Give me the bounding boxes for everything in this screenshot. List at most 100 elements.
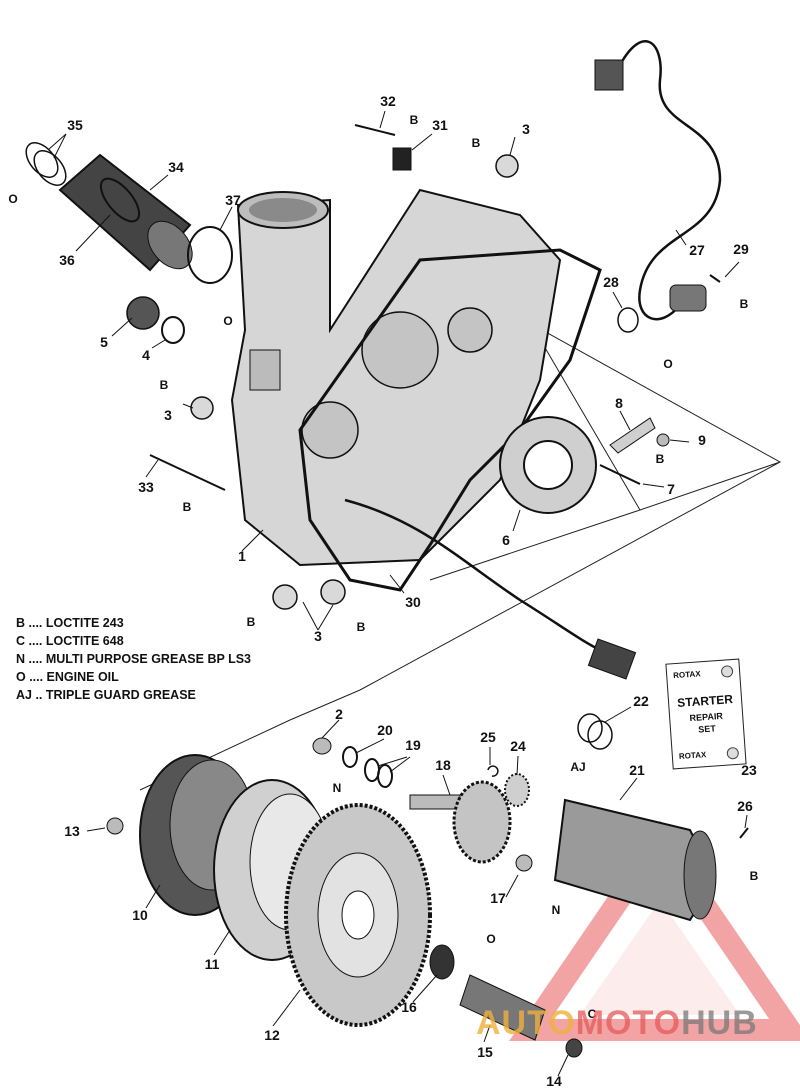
callout-15: 15	[477, 1044, 493, 1060]
symbol-b-3left: B	[160, 378, 169, 392]
symbol-o-4: O	[223, 314, 232, 328]
callout-3-top: 3	[522, 121, 530, 137]
callout-numbers: 1 2 3 3 3 4 5 6 7 8 9 10 11 12 13 14 15 …	[59, 93, 757, 1089]
symbol-b-26: B	[750, 869, 759, 883]
harness-connector	[587, 638, 637, 680]
callout-3-left: 3	[164, 407, 172, 423]
bushing-17	[515, 854, 533, 872]
seal-16	[429, 944, 455, 980]
legend-item-aj: AJ .. TRIPLE GUARD GREASE	[16, 688, 196, 702]
plugs	[190, 154, 519, 610]
watermark-part-3: HUB	[681, 1004, 758, 1042]
kit-logo-top-icon	[720, 665, 734, 678]
o-ring-35a	[25, 142, 59, 178]
callout-17: 17	[490, 890, 506, 906]
washer-19a	[364, 758, 380, 782]
callout-9: 9	[698, 432, 706, 448]
stator	[499, 416, 597, 514]
callout-1: 1	[238, 548, 246, 564]
ring-gear	[284, 803, 432, 1027]
symbol-b-3br: B	[357, 620, 366, 634]
kit-title: STARTER	[676, 692, 734, 710]
callout-33: 33	[138, 479, 154, 495]
lubricant-symbols: B B O O B B B B O B B N AJ N B O C	[8, 113, 758, 1021]
bushing-2	[312, 737, 332, 755]
callout-27: 27	[689, 242, 705, 258]
callout-20: 20	[377, 722, 393, 738]
leader-lines	[47, 110, 748, 1077]
stator-harness	[344, 498, 601, 652]
kit-logo-bottom-icon	[726, 746, 740, 760]
callout-4: 4	[142, 347, 150, 363]
symbol-c-14: C	[588, 1007, 597, 1021]
callout-2: 2	[335, 706, 343, 722]
symbol-n-2: N	[333, 781, 342, 795]
callout-35: 35	[67, 117, 83, 133]
callout-18: 18	[435, 757, 451, 773]
symbol-aj-24: AJ	[570, 760, 585, 774]
o-ring-22b	[587, 720, 613, 750]
callout-16: 16	[401, 999, 417, 1015]
symbol-b-3bl: B	[247, 615, 256, 629]
callout-11: 11	[205, 956, 220, 972]
legend-item-o: O .... ENGINE OIL	[16, 670, 119, 684]
kit-brand-top: ROTAX	[672, 669, 701, 681]
callout-32: 32	[380, 93, 396, 109]
callout-7: 7	[667, 481, 675, 497]
callout-28: 28	[603, 274, 619, 290]
screws	[149, 124, 749, 839]
washer-19b	[377, 764, 393, 788]
callout-23: 23	[741, 762, 757, 778]
seal-5	[126, 296, 160, 330]
callout-29: 29	[733, 241, 749, 257]
starter-drive-gear	[409, 780, 512, 864]
screw-head-9	[656, 433, 670, 447]
symbol-o-28: O	[663, 357, 672, 371]
circlip-25	[487, 765, 499, 777]
legend-item-n: N .... MULTI PURPOSE GREASE BP LS3	[16, 652, 251, 666]
symbol-n-17: N	[552, 903, 561, 917]
clamp-37	[187, 226, 233, 284]
callout-31: 31	[432, 117, 448, 133]
clip-31	[392, 147, 412, 171]
symbol-b-33: B	[183, 500, 192, 514]
ring-4	[161, 316, 185, 344]
callout-36: 36	[59, 252, 75, 268]
symbol-b-32: B	[410, 113, 419, 127]
magneto-housing	[230, 188, 562, 567]
callout-10: 10	[132, 907, 148, 923]
gasket	[298, 248, 602, 592]
legend-item-b: B .... LOCTITE 243	[16, 616, 124, 630]
starter-motor	[553, 798, 717, 922]
symbol-b-29: B	[740, 297, 749, 311]
callout-34: 34	[168, 159, 184, 175]
symbol-o-35: O	[8, 192, 17, 206]
callout-19: 19	[405, 737, 421, 753]
screw-head-13	[106, 817, 124, 835]
o-ring-35b	[33, 150, 67, 186]
hose-assembly	[58, 153, 193, 272]
kit-brand-bottom: ROTAX	[678, 750, 707, 761]
legend-item-c: C .... LOCTITE 648	[16, 634, 124, 648]
symbol-b-9: B	[656, 452, 665, 466]
watermark-part-1: AUTO	[476, 1004, 576, 1042]
lubricant-legend: B .... LOCTITE 243 C .... LOCTITE 648 N …	[16, 614, 251, 704]
callout-12: 12	[264, 1027, 280, 1043]
gear-24	[504, 773, 530, 807]
callout-26: 26	[737, 798, 753, 814]
callout-30: 30	[405, 594, 421, 610]
callout-6: 6	[502, 532, 510, 548]
watermark: AUTOMOTOHUB	[476, 1004, 758, 1043]
crankshaft-position-sensor	[594, 40, 722, 321]
watermark-logo-triangle	[509, 820, 800, 1041]
callout-14: 14	[546, 1073, 562, 1089]
nut-14	[565, 1038, 583, 1058]
drive-15	[459, 974, 546, 1041]
o-ring-28	[617, 307, 639, 333]
symbol-b-3top: B	[472, 136, 481, 150]
callout-24: 24	[510, 738, 526, 754]
callout-22: 22	[633, 693, 649, 709]
washer-20	[342, 746, 358, 768]
callout-21: 21	[629, 762, 645, 778]
